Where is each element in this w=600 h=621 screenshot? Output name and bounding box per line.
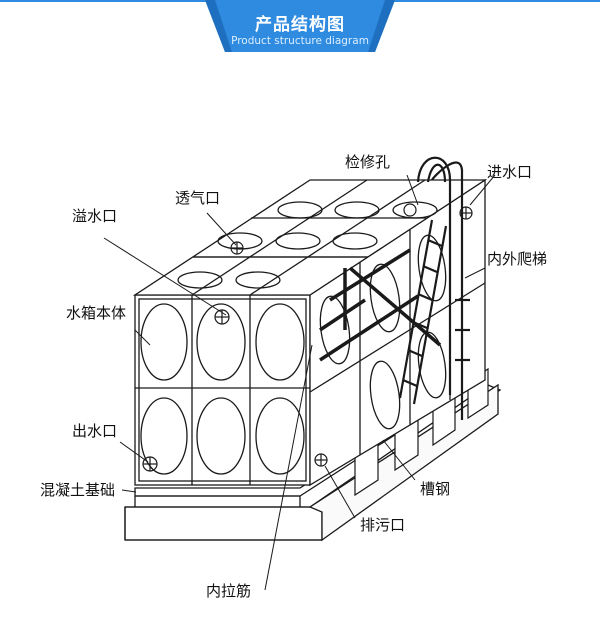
page-subtitle: Product structure diagram <box>231 35 369 47</box>
label-ladder: 内外爬梯 <box>487 250 547 268</box>
page-title: 产品结构图 <box>255 15 345 35</box>
label-tie-bar: 内拉筋 <box>206 582 251 600</box>
label-drain: 排污口 <box>360 516 405 534</box>
label-channel-steel: 槽钢 <box>420 480 450 498</box>
label-overflow: 溢水口 <box>72 207 117 225</box>
label-concrete-base: 混凝土基础 <box>40 481 115 499</box>
tank-body-top <box>132 179 488 296</box>
label-tank-body: 水箱本体 <box>66 304 126 322</box>
label-inspection-hole: 检修孔 <box>345 153 390 171</box>
leader-lines <box>103 174 496 591</box>
label-vent: 透气口 <box>175 189 220 207</box>
tank-body-front <box>134 294 311 486</box>
label-outlet: 出水口 <box>72 422 117 440</box>
internal-tie-bars <box>319 248 442 362</box>
ladder <box>398 156 470 420</box>
label-inlet: 进水口 <box>487 163 532 181</box>
labels: 检修孔 进水口 透气口 溢水口 内外爬梯 水箱本体 出水口 混凝土基础 槽钢 排… <box>40 153 547 600</box>
header-banner <box>205 0 395 52</box>
